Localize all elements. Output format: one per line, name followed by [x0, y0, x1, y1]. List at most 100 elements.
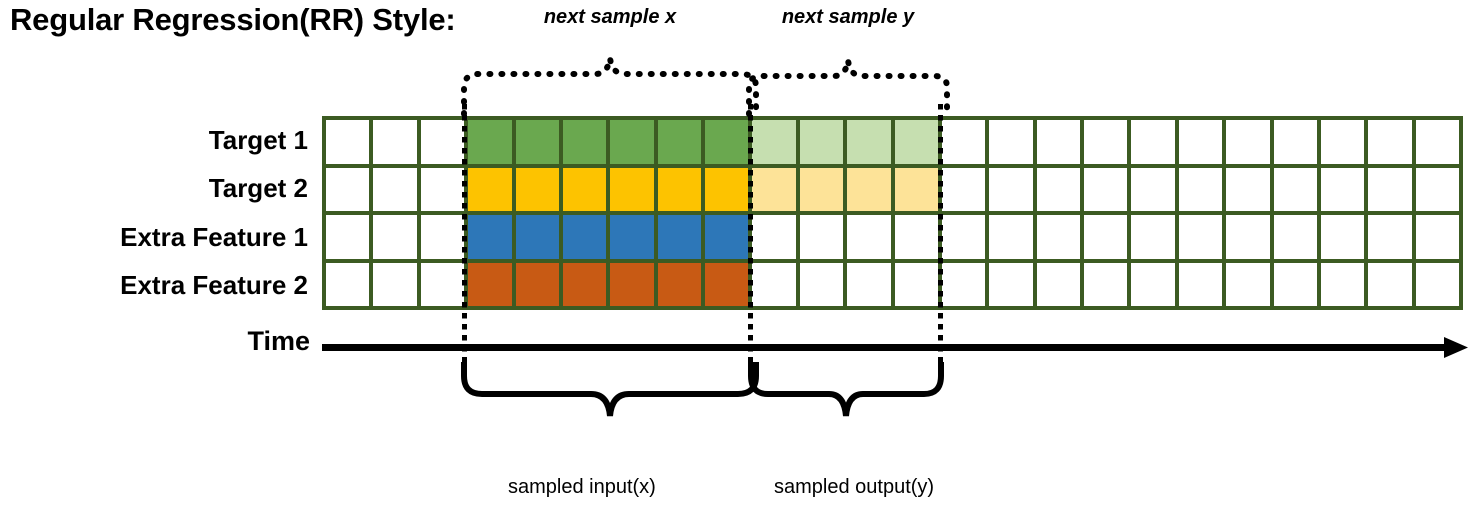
grid-cell — [1415, 215, 1459, 259]
grid-cell — [1036, 167, 1080, 211]
grid-cell — [752, 215, 796, 259]
grid-cell — [1178, 167, 1223, 211]
annotation-sampled-output: sampled output(y) horizon=4 output_featu… — [774, 425, 976, 516]
grid-cell — [1226, 262, 1270, 306]
grid-cell — [1415, 167, 1459, 211]
grid-cell — [1084, 262, 1128, 306]
label-next-sample-y: next sample y — [781, 6, 915, 28]
grid-cell — [468, 167, 512, 211]
bottom-brace-output — [745, 362, 947, 422]
annotation-sampled-input: sampled input(x) lookback=6 input_featur… — [508, 425, 698, 516]
grid-cell — [610, 120, 654, 164]
annotation-input-title: sampled input(x) — [508, 476, 656, 498]
grid-cell — [610, 215, 654, 259]
grid-cell — [1226, 215, 1270, 259]
grid-cell — [562, 120, 607, 164]
top-brace-next-sample-x — [455, 52, 765, 117]
grid-cell — [1226, 167, 1270, 211]
row-label-extra-feature-1: Extra Feature 1 — [0, 213, 322, 262]
grid-cell — [1036, 215, 1080, 259]
time-axis-label: Time — [247, 326, 310, 356]
grid-cell — [468, 215, 512, 259]
time-axis-arrow — [322, 337, 1468, 358]
grid-cell — [752, 120, 796, 164]
timeseries-grid — [322, 116, 1463, 310]
grid-cell — [941, 262, 986, 306]
grid-cell — [1036, 120, 1080, 164]
grid-cell — [705, 120, 749, 164]
grid-cell — [1036, 262, 1080, 306]
grid-cell — [326, 215, 370, 259]
grid-cell — [752, 167, 796, 211]
grid-cell — [989, 215, 1033, 259]
grid-cell — [420, 262, 465, 306]
grid-cell — [1368, 120, 1412, 164]
grid-cell — [1415, 120, 1459, 164]
row-label-target-2: Target 2 — [0, 165, 322, 214]
row-label-target-1: Target 1 — [0, 116, 322, 165]
grid-cell — [1131, 215, 1175, 259]
grid-cell — [799, 215, 844, 259]
grid-cell — [941, 215, 986, 259]
grid-cell — [1273, 120, 1317, 164]
grid-cell — [373, 262, 417, 306]
grid-row-target-1 — [326, 120, 1459, 164]
annotation-output-title: sampled output(y) — [774, 476, 935, 498]
grid-cell — [420, 215, 465, 259]
grid-cell — [562, 215, 607, 259]
row-label-extra-feature-2: Extra Feature 2 — [0, 262, 322, 311]
grid-cell — [1320, 167, 1365, 211]
grid-cell — [799, 262, 844, 306]
grid-cell — [1273, 215, 1317, 259]
grid-cell — [989, 167, 1033, 211]
grid-cell — [799, 120, 844, 164]
label-next-sample-x: next sample x — [543, 6, 677, 28]
row-label-text: Target 1 — [208, 124, 308, 155]
grid-row-extra-feature-2 — [326, 262, 1459, 306]
grid-cell — [326, 167, 370, 211]
grid-cell — [610, 262, 654, 306]
dotted-guide-left — [462, 104, 467, 366]
arrow-right-icon — [322, 337, 1468, 358]
grid-cell — [373, 120, 417, 164]
grid-cell — [989, 262, 1033, 306]
grid-cell — [1131, 167, 1175, 211]
row-label-column: Target 1 Target 2 Extra Feature 1 Extra … — [0, 116, 322, 310]
grid-cell — [1178, 120, 1223, 164]
grid-cell — [657, 120, 701, 164]
grid-cell — [515, 215, 559, 259]
grid-cell — [657, 167, 701, 211]
grid-cell — [847, 167, 891, 211]
grid-cell — [468, 120, 512, 164]
grid-cell — [1178, 262, 1223, 306]
grid-cell — [1273, 262, 1317, 306]
row-label-text: Target 2 — [208, 173, 308, 204]
grid-cell — [657, 215, 701, 259]
grid-cell — [420, 167, 465, 211]
grid-cell — [941, 167, 986, 211]
page-title: Regular Regression(RR) Style: — [10, 2, 456, 37]
grid-cell — [894, 262, 938, 306]
grid-cell — [515, 262, 559, 306]
grid-cell — [1368, 215, 1412, 259]
grid-cell — [657, 262, 701, 306]
grid-cell — [705, 215, 749, 259]
grid-cell — [1368, 167, 1412, 211]
grid-cell — [1320, 215, 1365, 259]
grid-cell — [326, 120, 370, 164]
grid-cell — [705, 262, 749, 306]
grid-cell — [515, 167, 559, 211]
grid-cell — [1084, 120, 1128, 164]
grid-cell — [989, 120, 1033, 164]
grid-cell — [610, 167, 654, 211]
grid-row-target-2 — [326, 167, 1459, 211]
grid-cell — [894, 215, 938, 259]
grid-row-extra-feature-1 — [326, 215, 1459, 259]
grid-cell — [752, 262, 796, 306]
grid-cell — [1368, 262, 1412, 306]
grid-cell — [847, 120, 891, 164]
grid-cell — [562, 167, 607, 211]
grid-cell — [941, 120, 986, 164]
grid-cell — [373, 167, 417, 211]
